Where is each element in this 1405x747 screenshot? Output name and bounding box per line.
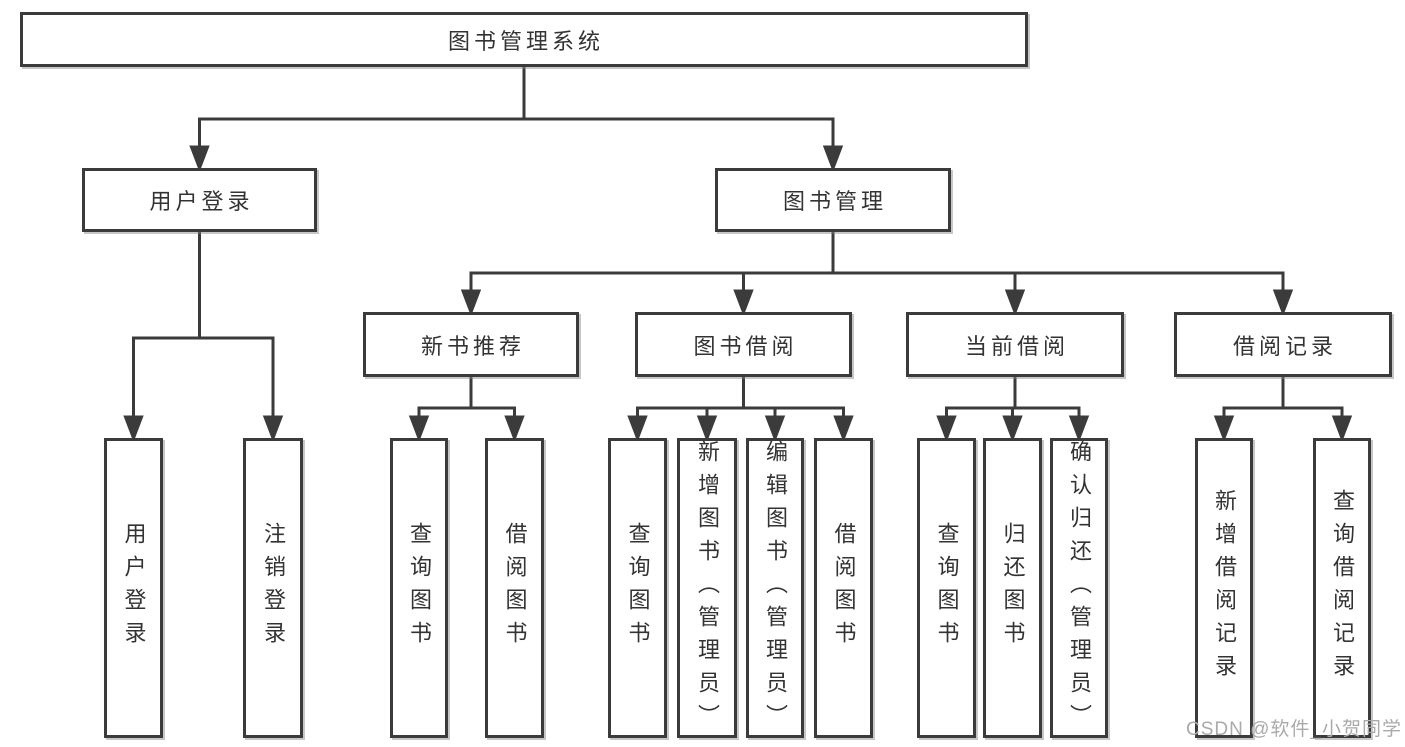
node-book-borrowing: 图书借阅 <box>635 312 852 377</box>
node-current-borrowing: 当前借阅 <box>906 312 1124 377</box>
leaf-return-books: 归还图书 <box>983 438 1042 738</box>
node-borrowing-records: 借阅记录 <box>1174 312 1392 377</box>
leaf-user-login: 用户登录 <box>104 438 163 738</box>
connector-root <box>189 67 844 173</box>
connector-borrowing-records <box>1213 377 1353 443</box>
leaf-logout: 注销登录 <box>243 438 303 738</box>
node-user-login: 用户登录 <box>82 168 317 232</box>
node-user-login-label: 用户登录 <box>149 189 254 214</box>
connector-new-book-recommend <box>408 377 525 443</box>
leaf-add-borrow-record: 新增借阅记录 <box>1195 438 1253 738</box>
node-current-borrowing-label: 当前借阅 <box>964 333 1069 359</box>
leaf-query-borrow-record: 查询借阅记录 <box>1313 438 1371 738</box>
leaf-confirm-return-admin-label: 确认归还（管理员） <box>1067 439 1092 737</box>
leaf-query-books-3-label: 查询图书 <box>934 522 960 654</box>
watermark: CSDN @软件_小贺同学 <box>1186 719 1402 740</box>
connector-book-management <box>460 232 1294 317</box>
node-book-management-label: 图书管理 <box>782 189 887 214</box>
connector-user-login <box>123 232 284 443</box>
leaf-borrow-books-2: 借阅图书 <box>814 438 873 738</box>
leaf-confirm-return-admin: 确认归还（管理员） <box>1050 438 1108 738</box>
node-book-borrowing-label: 图书借阅 <box>693 333 798 359</box>
leaf-query-books-1: 查询图书 <box>390 438 448 738</box>
leaf-edit-book-admin: 编辑图书（管理员） <box>746 438 804 738</box>
node-new-book-recommend-label: 新书推荐 <box>420 333 525 359</box>
leaf-borrow-books-1-label: 借阅图书 <box>502 522 528 654</box>
leaf-query-books-1-label: 查询图书 <box>407 522 432 654</box>
leaf-query-books-2-label: 查询图书 <box>625 522 651 654</box>
leaf-borrow-books-1: 借阅图书 <box>485 438 544 738</box>
leaf-user-login-label: 用户登录 <box>121 522 147 654</box>
node-book-management: 图书管理 <box>715 168 951 232</box>
leaf-edit-book-admin-label: 编辑图书（管理员） <box>763 439 788 737</box>
leaf-borrow-books-2-label: 借阅图书 <box>831 522 857 654</box>
leaf-add-book-admin: 新增图书（管理员） <box>677 438 737 738</box>
leaf-query-books-2: 查询图书 <box>608 438 667 738</box>
node-root-label: 图书管理系统 <box>447 28 604 54</box>
node-new-book-recommend: 新书推荐 <box>363 312 579 377</box>
leaf-query-books-3: 查询图书 <box>917 438 976 738</box>
node-borrowing-records-label: 借阅记录 <box>1232 333 1337 359</box>
node-root: 图书管理系统 <box>20 12 1028 67</box>
leaf-add-book-admin-label: 新增图书（管理员） <box>695 439 720 737</box>
leaf-logout-label: 注销登录 <box>261 522 286 654</box>
leaf-add-borrow-record-label: 新增借阅记录 <box>1212 489 1237 687</box>
connector-book-borrowing <box>627 377 854 443</box>
connector-current-borrowing <box>936 377 1090 443</box>
leaf-query-borrow-record-label: 查询借阅记录 <box>1330 489 1355 687</box>
leaf-return-books-label: 归还图书 <box>1000 522 1026 654</box>
